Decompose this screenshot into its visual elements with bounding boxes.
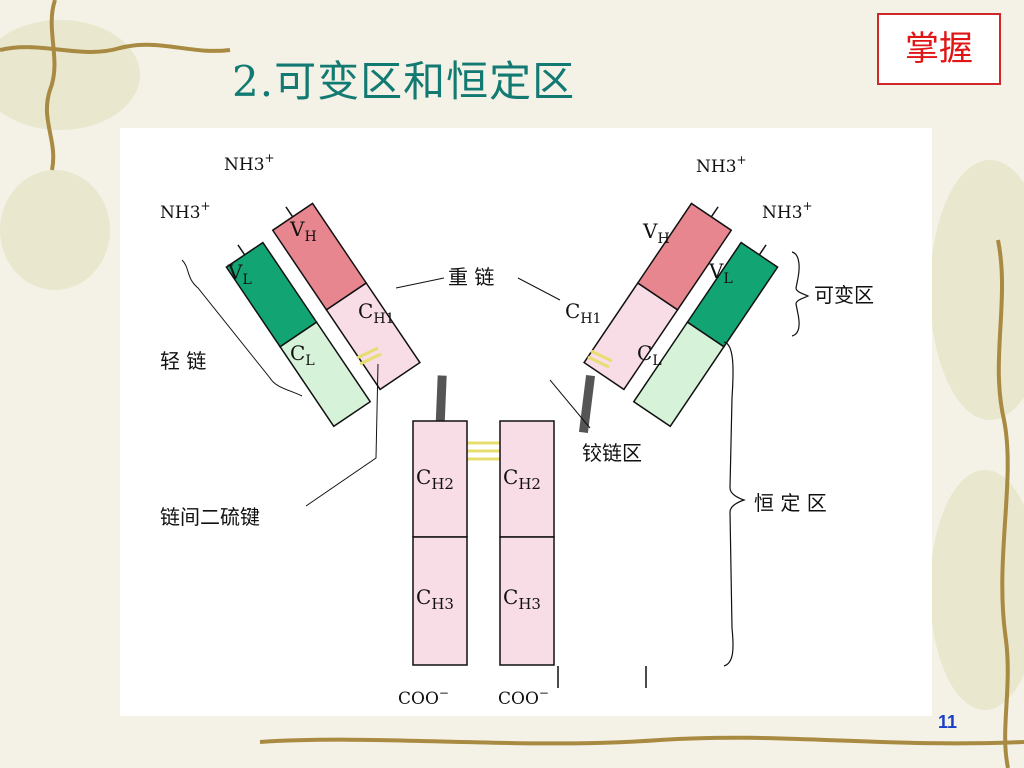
ch1-label-right: CH1 (565, 299, 601, 327)
variable-region-brace (791, 251, 810, 337)
heavy-chain-right (583, 202, 733, 391)
heavy-chain-leader-right (517, 277, 561, 301)
constant-region-label: 恒 定 区 (754, 491, 827, 515)
constant-region-brace (723, 341, 746, 667)
c-terminal-label-left: COO− (398, 686, 449, 709)
ch3-label-right: CH3 (503, 585, 541, 613)
vl-label-right: VL (708, 259, 733, 287)
vh-label-left: VH (289, 217, 317, 245)
ch2-domain-right (499, 420, 555, 538)
light-chain-left (225, 241, 372, 428)
light-heavy-disulfide-left (356, 346, 382, 366)
heavy-chain-left (271, 202, 421, 391)
n-terminal-heavy-left: NH3+ (224, 151, 275, 175)
master-badge: 掌握 (877, 13, 1001, 85)
hinge-region-label: 铰链区 (582, 441, 642, 465)
background-leaf-decoration (930, 160, 1024, 420)
antibody-structure-diagram: CH2 CH2 CH3 CH3 COO− COO− VH VL CH1 CL (160, 151, 874, 709)
ch3-domain-right (499, 536, 555, 666)
ch2-label-right: CH2 (503, 465, 541, 493)
heavy-chain-label: 重 链 (448, 265, 494, 289)
interchain-disulfide-label: 链间二硫键 (160, 505, 260, 529)
vl-label-left: VL (227, 260, 252, 288)
n-terminal-heavy-right: NH3+ (696, 153, 747, 177)
light-chain-brace (181, 259, 303, 397)
heavy-interchain-disulfide-bonds (467, 441, 500, 461)
vh-label-right: VH (642, 219, 670, 247)
antibody-diagram-panel: CH2 CH2 CH3 CH3 COO− COO− VH VL CH1 CL (120, 128, 932, 716)
variable-region-label: 可变区 (814, 283, 874, 307)
cl-label-left: CL (290, 341, 315, 369)
light-heavy-disulfide-right (587, 349, 613, 369)
c-terminal-label-right: COO− (498, 686, 549, 709)
heavy-chain-leader-left (395, 277, 445, 289)
page-number: 11 (938, 712, 958, 732)
slide-title: 2.可变区和恒定区 (232, 57, 576, 106)
n-terminal-light-left: NH3+ (160, 199, 211, 223)
light-chain-label: 轻 链 (160, 349, 206, 373)
ch3-domain-left (412, 536, 468, 666)
n-terminal-light-right: NH3+ (762, 199, 813, 223)
ch3-label-left: CH3 (416, 585, 454, 613)
hinge-left (435, 375, 447, 433)
ch2-label-left: CH2 (416, 465, 454, 493)
background-leaf-decoration (0, 170, 110, 290)
hinge-leader (549, 379, 591, 429)
light-chain-right (632, 241, 779, 428)
cl-label-right: CL (637, 341, 662, 369)
hinge-right (578, 374, 596, 434)
ch1-label-left: CH1 (358, 299, 394, 327)
interchain-disulfide-leader (305, 363, 379, 507)
background-leaf-decoration (0, 20, 140, 130)
